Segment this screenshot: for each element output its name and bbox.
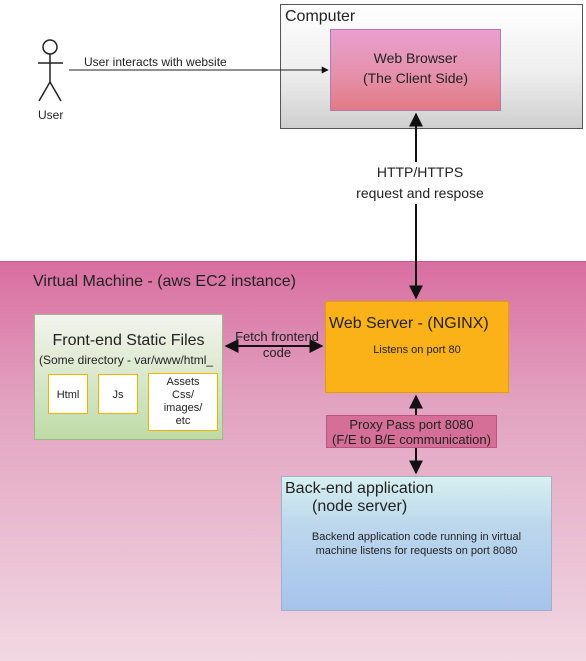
html-chip: Html [48, 374, 88, 414]
frontend-static-files-box: Front-end Static Files (Some directory -… [34, 314, 223, 440]
browser-title: Web Browser [373, 50, 458, 66]
backend-desc-line-1: Backend application code running in virt… [311, 531, 522, 543]
web-browser-box: Web Browser (The Client Side) [330, 29, 501, 111]
fetch-line-1: Fetch frontend [235, 329, 319, 344]
user-action-label: User interacts with website [84, 55, 227, 69]
backend-title: Back-end application [285, 480, 434, 497]
web-server-subtitle: Listens on port 80 [373, 344, 461, 356]
backend-description: Backend application code running in virt… [282, 530, 551, 558]
proxy-pass-label: Proxy Pass port 8080 (F/E to B/E communi… [326, 415, 497, 448]
web-server-title: Web Server - (NGINX) [329, 315, 489, 332]
http-label: HTTP/HTTPS request and respose [340, 162, 500, 204]
assets-line-1: Assets [166, 376, 200, 388]
proxy-line-1: Proxy Pass port 8080 [349, 417, 474, 432]
frontend-subtitle: (Some directory - var/www/html_ [39, 353, 214, 367]
computer-label: Computer [285, 8, 356, 25]
user-icon [38, 39, 63, 102]
proxy-line-2: (F/E to B/E communication) [332, 432, 491, 447]
assets-line-2: Css/ [172, 389, 194, 401]
fetch-line-2: code [262, 345, 292, 360]
backend-subtitle: (node server) [312, 498, 408, 515]
assets-chip: Assets Css/ images/ etc [148, 373, 218, 431]
frontend-title: Front-end Static Files [52, 332, 205, 349]
user-label: User [38, 108, 64, 122]
backend-application-box: Back-end application (node server) Backe… [281, 476, 552, 611]
assets-line-3: images/ [163, 402, 203, 414]
web-server-box: Web Server - (NGINX) Listens on port 80 [325, 301, 509, 393]
assets-line-4: etc [175, 415, 191, 427]
http-line-2: request and respose [356, 185, 484, 201]
http-line-1: HTTP/HTTPS [376, 164, 464, 180]
backend-desc-line-2: machine listens for requests on port 808… [315, 545, 518, 557]
js-chip: Js [98, 374, 138, 414]
vm-label: Virtual Machine - (aws EC2 instance) [33, 273, 296, 290]
fetch-frontend-label: Fetch frontend code [228, 329, 326, 361]
browser-subtitle: (The Client Side) [362, 70, 469, 86]
